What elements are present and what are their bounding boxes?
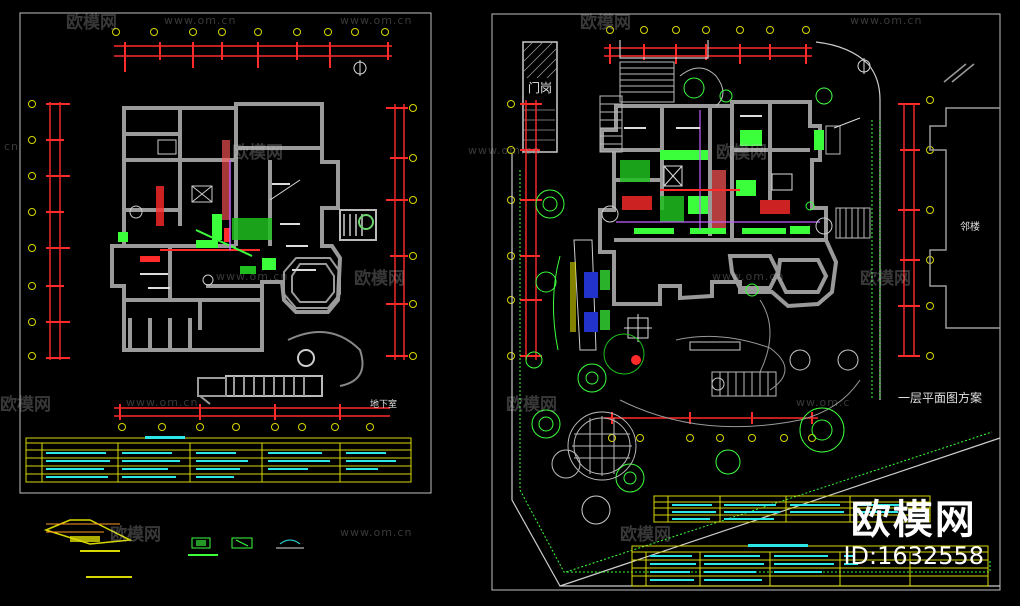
watermark-logo: 欧模网	[0, 395, 51, 415]
landscape-trees	[525, 77, 859, 525]
round-pavilion	[551, 411, 637, 481]
left-dimension-ticks	[46, 42, 408, 420]
right-axis-bubbles	[507, 26, 934, 442]
watermark-url: www.om.cn	[712, 270, 785, 283]
right-dimension-lines	[525, 47, 915, 419]
watermark-logo: 欧模网	[66, 13, 117, 33]
watermark-url: www.om.cn	[340, 526, 413, 539]
watermark-logo: 欧模网	[620, 525, 671, 545]
right-dimension-ticks	[520, 44, 920, 424]
right-sheet: 门岗	[491, 13, 1001, 591]
brand-stamp: 欧模网 ID:1632558	[843, 498, 984, 570]
basement-mep-elements	[118, 139, 316, 289]
neighbor-label: 邻楼	[960, 220, 980, 233]
basement-caption: 地下室	[370, 398, 397, 410]
brand-stamp-name: 欧模网	[850, 497, 977, 543]
watermark-logo: 欧模网	[716, 143, 767, 163]
watermark-logo: 欧模网	[580, 13, 631, 33]
left-sheet: 地下室	[19, 12, 432, 578]
garden-pool-strip	[553, 239, 741, 351]
watermark-url-partial: ww.om.c	[796, 396, 851, 409]
watermark-url: www.om.cn	[340, 14, 413, 27]
gatehouse-label: 门岗	[528, 80, 552, 95]
neighbor-building	[929, 63, 1000, 329]
basement-plan-walls	[110, 102, 343, 352]
first-floor-schedule-table-upper	[653, 495, 931, 523]
gatehouse-block	[522, 41, 558, 153]
first-floor-mep-elements	[616, 110, 861, 234]
left-top-axis-bubbles	[28, 28, 417, 431]
watermark-url-partial: cn	[4, 140, 20, 153]
watermark-logo: 欧模网	[110, 525, 161, 545]
first-floor-caption: 一层平面图方案	[898, 390, 982, 405]
first-floor-schedule-table-lower	[631, 544, 989, 587]
watermark-logo: 欧模网	[860, 269, 911, 289]
watermark-logo: 欧模网	[354, 269, 405, 289]
detail-sketches	[43, 519, 304, 578]
right-sheet-border	[491, 13, 1001, 591]
watermark-url: www.om.cn	[850, 14, 923, 27]
watermark-url: www.om.cn	[126, 396, 199, 409]
left-sheet-border	[19, 12, 432, 494]
basement-schedule-table	[25, 436, 412, 483]
brand-stamp-id: ID:1632558	[843, 542, 984, 570]
watermark-url: www.om.cn	[164, 14, 237, 27]
watermark-logo: 欧模网	[232, 143, 283, 163]
watermark-logo: 欧模网	[506, 395, 557, 415]
first-floor-stairs	[599, 61, 871, 428]
watermark-url: www.om.cn	[468, 144, 541, 157]
left-north-arrow	[353, 60, 367, 76]
basement-octagon-bay	[197, 209, 377, 405]
watermark-url: www.om.cn	[216, 270, 289, 283]
